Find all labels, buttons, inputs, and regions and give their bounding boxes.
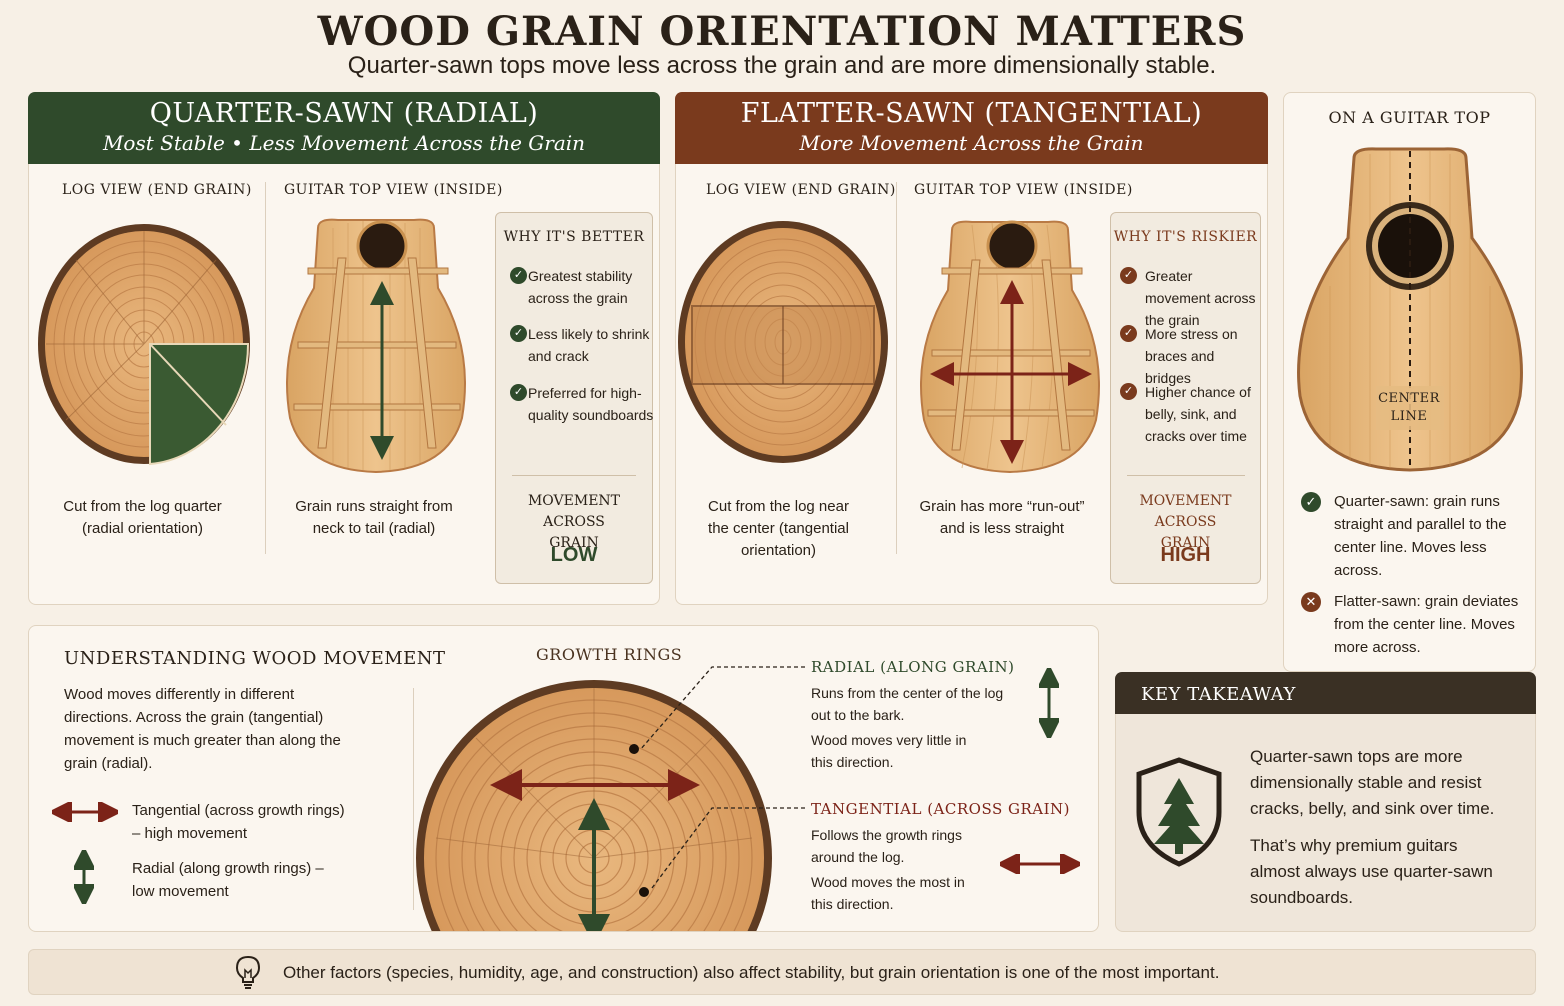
flat-log-caption: Cut from the log near the center (tangen… <box>708 498 849 559</box>
double-arrow-icon <box>52 802 118 822</box>
check-icon: ✓ <box>510 384 527 401</box>
leader-lines <box>639 666 805 889</box>
tangential-title: TANGENTIAL (ACROSS GRAIN) <box>811 800 1071 818</box>
guitar-top-title: ON A GUITAR TOP <box>1328 108 1491 127</box>
double-arrow-icon <box>74 850 94 904</box>
footer-bar <box>28 949 1536 995</box>
guitar-top-note-quarter: Quarter-sawn: grain runs straight and pa… <box>1334 493 1507 579</box>
key-takeaway-text-1: Quarter-sawn tops are more dimensionally… <box>1250 747 1495 818</box>
divider <box>413 688 414 910</box>
center-line-label: CENTER LINE <box>1378 391 1440 424</box>
wood-movement-title: UNDERSTANDING WOOD MOVEMENT <box>64 648 446 669</box>
tree-shield-icon <box>1136 757 1222 867</box>
footer-note: Other factors (species, humidity, age, a… <box>283 963 1220 982</box>
wood-movement-body: Wood moves differently in different dire… <box>64 686 341 772</box>
tangential-desc-2: Wood moves the most in this direction. <box>811 874 965 912</box>
check-icon: ✓ <box>510 325 527 342</box>
flat-log-label: LOG VIEW (END GRAIN) <box>706 182 896 198</box>
lightbulb-icon <box>235 955 261 989</box>
radial-desc: Runs from the center of the log out to t… <box>811 685 1004 723</box>
guitar-top-note-flat: Flatter-sawn: grain deviates from the ce… <box>1334 593 1519 656</box>
check-icon: ✓ <box>1120 383 1137 400</box>
divider <box>896 182 897 554</box>
flat-top-caption: Grain has more “run-out” and is less str… <box>919 498 1085 537</box>
flatter-sawn-title: FLATTER-SAWN (TANGENTIAL) <box>740 98 1203 129</box>
check-icon: ✓ <box>1301 492 1321 512</box>
key-takeaway-title: KEY TAKEAWAY <box>1141 684 1296 705</box>
quarter-log-label: LOG VIEW (END GRAIN) <box>62 182 252 198</box>
x-icon: ✕ <box>1301 592 1321 612</box>
guitar-top-illustration <box>1297 147 1523 472</box>
page-title: WOOD GRAIN ORIENTATION MATTERS <box>317 8 1247 55</box>
quarter-why-box: WHY IT'S BETTER ✓Greatest stability acro… <box>495 212 653 584</box>
quarter-movement-label: MOVEMENT ACROSS GRAIN <box>527 493 621 551</box>
flatter-sawn-subtitle: More Movement Across the Grain <box>799 131 1144 155</box>
radial-desc-2: Wood moves very little in this direction… <box>811 732 967 770</box>
flat-movement-label: MOVEMENT ACROSS GRAIN <box>1139 493 1232 551</box>
quarter-top-caption: Grain runs straight from neck to tail (r… <box>295 498 453 537</box>
quarter-log-illustration <box>38 224 250 466</box>
flat-why-box: WHY IT'S RISKIER ✓Greater movement acros… <box>1110 212 1261 584</box>
quarter-guitar-top-illustration <box>286 218 466 474</box>
legend-tangential: Tangential (across growth rings) – high … <box>132 802 345 842</box>
quarter-sawn-header: QUARTER-SAWN (RADIAL) Most Stable • Less… <box>28 92 660 164</box>
divider <box>1127 475 1245 476</box>
check-icon: ✓ <box>1120 325 1137 342</box>
flatter-sawn-header: FLATTER-SAWN (TANGENTIAL) More Movement … <box>675 92 1268 164</box>
tangential-desc: Follows the growth rings around the log. <box>811 827 962 865</box>
key-takeaway-header <box>1115 672 1536 714</box>
double-arrow-icon <box>1039 668 1059 738</box>
check-icon: ✓ <box>510 267 527 284</box>
flat-log-illustration <box>678 221 888 463</box>
quarter-top-label: GUITAR TOP VIEW (INSIDE) <box>284 182 503 198</box>
growth-rings-illustration <box>416 680 772 931</box>
quarter-log-caption: Cut from the log quarter (radial orienta… <box>63 498 222 537</box>
divider <box>512 475 636 476</box>
radial-title: RADIAL (ALONG GRAIN) <box>811 658 1015 676</box>
divider <box>265 182 266 554</box>
quarter-movement-value: LOW <box>550 544 598 566</box>
check-icon: ✓ <box>1120 267 1137 284</box>
quarter-sawn-subtitle: Most Stable • Less Movement Across the G… <box>102 131 586 155</box>
double-arrow-icon <box>1000 854 1080 874</box>
flat-movement-value: HIGH <box>1160 544 1211 566</box>
key-takeaway-text-2: That’s why premium guitars almost always… <box>1250 836 1493 907</box>
growth-rings-label: GROWTH RINGS <box>536 645 683 664</box>
quarter-sawn-title: QUARTER-SAWN (RADIAL) <box>149 98 539 129</box>
flat-why-title: WHY IT'S RISKIER <box>1113 229 1258 245</box>
legend-radial: Radial (along growth rings) – low moveme… <box>132 860 324 900</box>
wood-movement-panel <box>28 625 1099 932</box>
quarter-why-title: WHY IT'S BETTER <box>503 229 645 245</box>
flat-guitar-top-illustration <box>920 220 1100 474</box>
flat-top-label: GUITAR TOP VIEW (INSIDE) <box>914 182 1133 198</box>
page-subtitle: Quarter-sawn tops move less across the g… <box>347 52 1217 79</box>
